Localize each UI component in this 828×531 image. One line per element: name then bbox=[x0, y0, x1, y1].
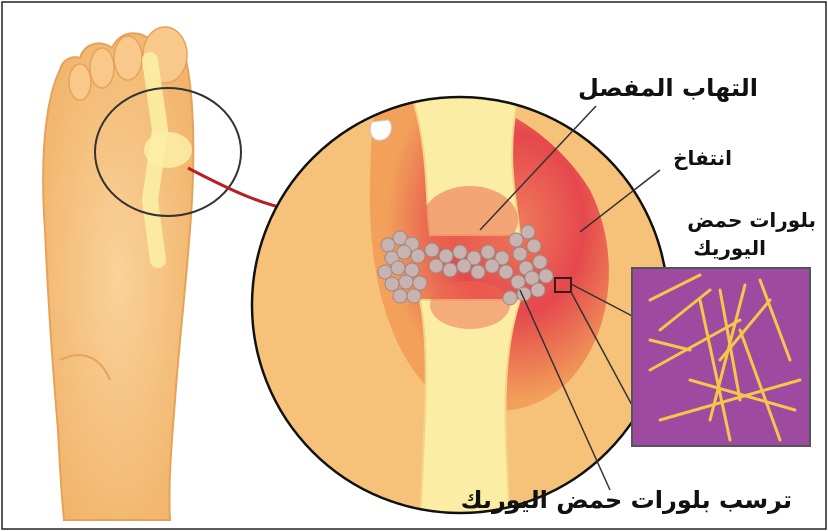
foot-illustration bbox=[43, 27, 193, 520]
label-crystals-line1: بلورات حمض bbox=[687, 208, 816, 232]
label-deposit: ترسب بلورات حمض اليوريك bbox=[461, 486, 792, 514]
label-inflammation: التهاب المفصل bbox=[578, 74, 758, 102]
label-swelling: انتفاخ bbox=[673, 146, 732, 170]
label-crystals-line2: اليوريك bbox=[693, 236, 766, 260]
crystal-inset bbox=[632, 268, 810, 446]
magnified-joint bbox=[252, 88, 668, 520]
